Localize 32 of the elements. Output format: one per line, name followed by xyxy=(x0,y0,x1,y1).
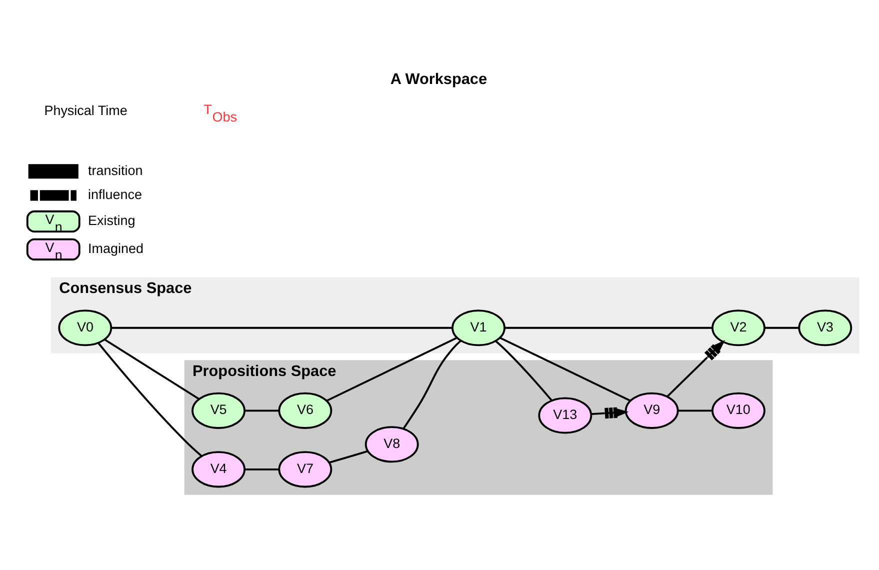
connector xyxy=(500,336,631,402)
connector xyxy=(495,340,552,401)
connector xyxy=(98,342,202,456)
arrow xyxy=(666,339,726,397)
node-ellipse: V0 xyxy=(58,309,112,346)
connector xyxy=(244,468,280,470)
connector xyxy=(104,338,200,400)
legend-label: transition xyxy=(88,162,143,178)
node-ellipse: V7 xyxy=(278,450,332,488)
node-ellipse: V3 xyxy=(798,309,852,346)
connector xyxy=(244,409,280,412)
node-ellipse: V4 xyxy=(192,450,246,488)
node-ellipse: V5 xyxy=(192,392,246,428)
node-ellipse: V6 xyxy=(278,392,332,428)
legend-label: influence xyxy=(88,186,142,202)
node-ellipse: V2 xyxy=(712,309,766,346)
node-ellipse: V8 xyxy=(364,426,419,462)
connector xyxy=(111,326,452,328)
connector xyxy=(326,336,458,402)
connector xyxy=(678,409,712,412)
connector xyxy=(504,326,712,328)
node-ellipse: V1 xyxy=(452,309,506,346)
legend-label: Imagined xyxy=(88,240,144,256)
connector xyxy=(764,326,800,328)
node-ellipse: V10 xyxy=(712,392,766,428)
connector xyxy=(329,450,368,463)
legend-label: Existing xyxy=(88,212,136,228)
node-ellipse: V9 xyxy=(624,392,679,428)
label: Physical Time xyxy=(44,102,128,118)
connector xyxy=(402,340,462,429)
node-ellipse: V13 xyxy=(538,396,592,434)
diagram-title: A Workspace xyxy=(390,70,488,88)
